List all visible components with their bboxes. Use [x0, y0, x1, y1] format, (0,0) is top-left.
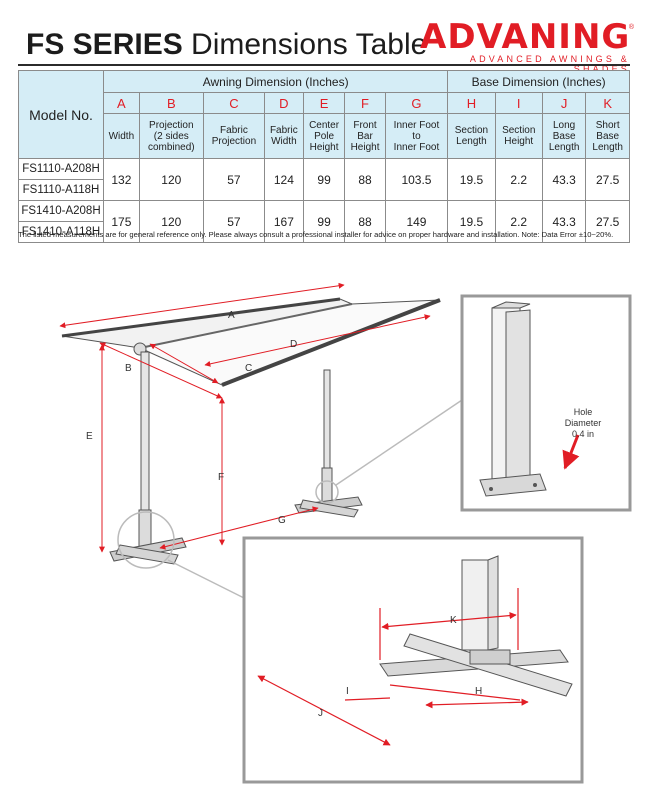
- model-number-cell: FS1410-A208H: [18, 200, 104, 222]
- dimension-value-cell: 175: [103, 200, 140, 243]
- dimension-value-cell: 43.3: [541, 200, 587, 243]
- dimension-value-cell: 88: [344, 158, 386, 201]
- label-k: K: [450, 615, 457, 626]
- column-letter: I: [494, 92, 543, 114]
- page-title: FS SERIES Dimensions Table: [26, 28, 427, 62]
- base-inset: K H I J: [242, 536, 584, 784]
- label-e: E: [86, 431, 93, 442]
- awning-frame: [109, 351, 363, 565]
- column-letter: C: [202, 92, 266, 114]
- label-h: H: [475, 686, 482, 697]
- column-letter: G: [384, 92, 449, 114]
- dimension-value-cell: 120: [138, 158, 204, 201]
- label-g: G: [278, 515, 286, 526]
- header-rule: [18, 64, 630, 66]
- dimension-value-cell: 88: [344, 200, 386, 243]
- column-description: Projection (2 sides combined): [138, 113, 204, 159]
- column-letter: E: [302, 92, 346, 114]
- column-description: Inner Foot to Inner Foot: [384, 113, 449, 159]
- hole-label-line2: Diameter: [565, 418, 602, 428]
- title-rest: Dimensions Table: [182, 28, 428, 61]
- pole-foot-inset: Hole Diameter 0.4 in: [460, 294, 632, 512]
- hole-label-line3: 0.4 in: [572, 429, 594, 439]
- column-description: Section Length: [447, 113, 496, 159]
- column-description: Fabric Width: [264, 113, 304, 159]
- dimension-value-cell: 19.5: [447, 158, 496, 201]
- dimension-value-cell: 120: [138, 200, 204, 243]
- logo-wordmark: ADVANING: [420, 17, 631, 57]
- column-description: Center Pole Height: [302, 113, 346, 159]
- model-number-header: Model No.: [18, 70, 104, 159]
- column-description: Front Bar Height: [344, 113, 386, 159]
- disclaimer-note: The listed measurements are for general …: [18, 230, 614, 239]
- base-callout-circle: [117, 511, 175, 569]
- awning-diagram: A B C D E F G Hole Diameter 0.4 in: [59, 282, 632, 784]
- label-c: C: [245, 363, 252, 374]
- model-number-cell: FS1410-A118H: [18, 221, 104, 243]
- dimension-value-cell: 99: [302, 200, 346, 243]
- title-bold: FS SERIES: [26, 28, 183, 61]
- dimension-value-cell: 57: [202, 158, 266, 201]
- dimension-value-cell: 2.2: [494, 158, 543, 201]
- label-f: F: [218, 472, 224, 483]
- table-row: FS1410-A118H: [18, 221, 630, 243]
- label-j: J: [318, 708, 323, 719]
- column-description: Section Height: [494, 113, 543, 159]
- column-description: Short Base Length: [585, 113, 630, 159]
- label-d: D: [290, 339, 297, 350]
- hole-label-line1: Hole: [574, 407, 593, 417]
- column-description: Long Base Length: [541, 113, 587, 159]
- dimension-value-cell: 27.5: [585, 200, 630, 243]
- label-b: B: [125, 363, 132, 374]
- logo-tagline: ADVANCED AWNINGS & SHADES: [469, 54, 630, 74]
- column-letter: A: [103, 92, 140, 114]
- column-description: Fabric Projection: [202, 113, 266, 159]
- dimension-lines: [59, 282, 431, 553]
- model-number-cell: FS1110-A208H: [18, 158, 104, 180]
- column-letter: D: [264, 92, 304, 114]
- column-letter: B: [138, 92, 204, 114]
- column-letter: J: [541, 92, 587, 114]
- model-number-cell: FS1110-A118H: [18, 179, 104, 201]
- logo-registered-mark: ®: [628, 24, 634, 31]
- table-group-header-row: Model No. Awning Dimension (Inches) Base…: [18, 70, 630, 159]
- brand-logo: ADVANING ADVANCED AWNINGS & SHADES ®: [420, 17, 634, 74]
- column-letter: K: [585, 92, 630, 114]
- column-letter: F: [344, 92, 386, 114]
- dimension-value-cell: 27.5: [585, 158, 630, 201]
- dimensions-table: Model No. Awning Dimension (Inches) Base…: [18, 70, 630, 243]
- awning-dimension-header: Awning Dimension (Inches): [102, 70, 449, 93]
- dimension-value-cell: 103.5: [384, 158, 449, 201]
- dimension-value-cell: 57: [202, 200, 266, 243]
- dimension-value-cell: 124: [264, 158, 304, 201]
- dimension-value-cell: 19.5: [447, 200, 496, 243]
- label-i: I: [346, 686, 349, 697]
- dimension-value-cell: 43.3: [541, 158, 587, 201]
- dimension-value-cell: 132: [103, 158, 140, 201]
- column-letter: H: [447, 92, 496, 114]
- column-description: Width: [103, 113, 140, 159]
- dimension-value-cell: 149: [384, 200, 449, 243]
- page-header: FS SERIES Dimensions Table ADVANING ADVA…: [18, 10, 634, 74]
- foot-callout-circle: [315, 480, 339, 504]
- base-dimension-header: Base Dimension (Inches): [447, 70, 630, 93]
- dimension-value-cell: 99: [302, 158, 346, 201]
- label-a: A: [228, 310, 235, 321]
- dimension-value-cell: 167: [264, 200, 304, 243]
